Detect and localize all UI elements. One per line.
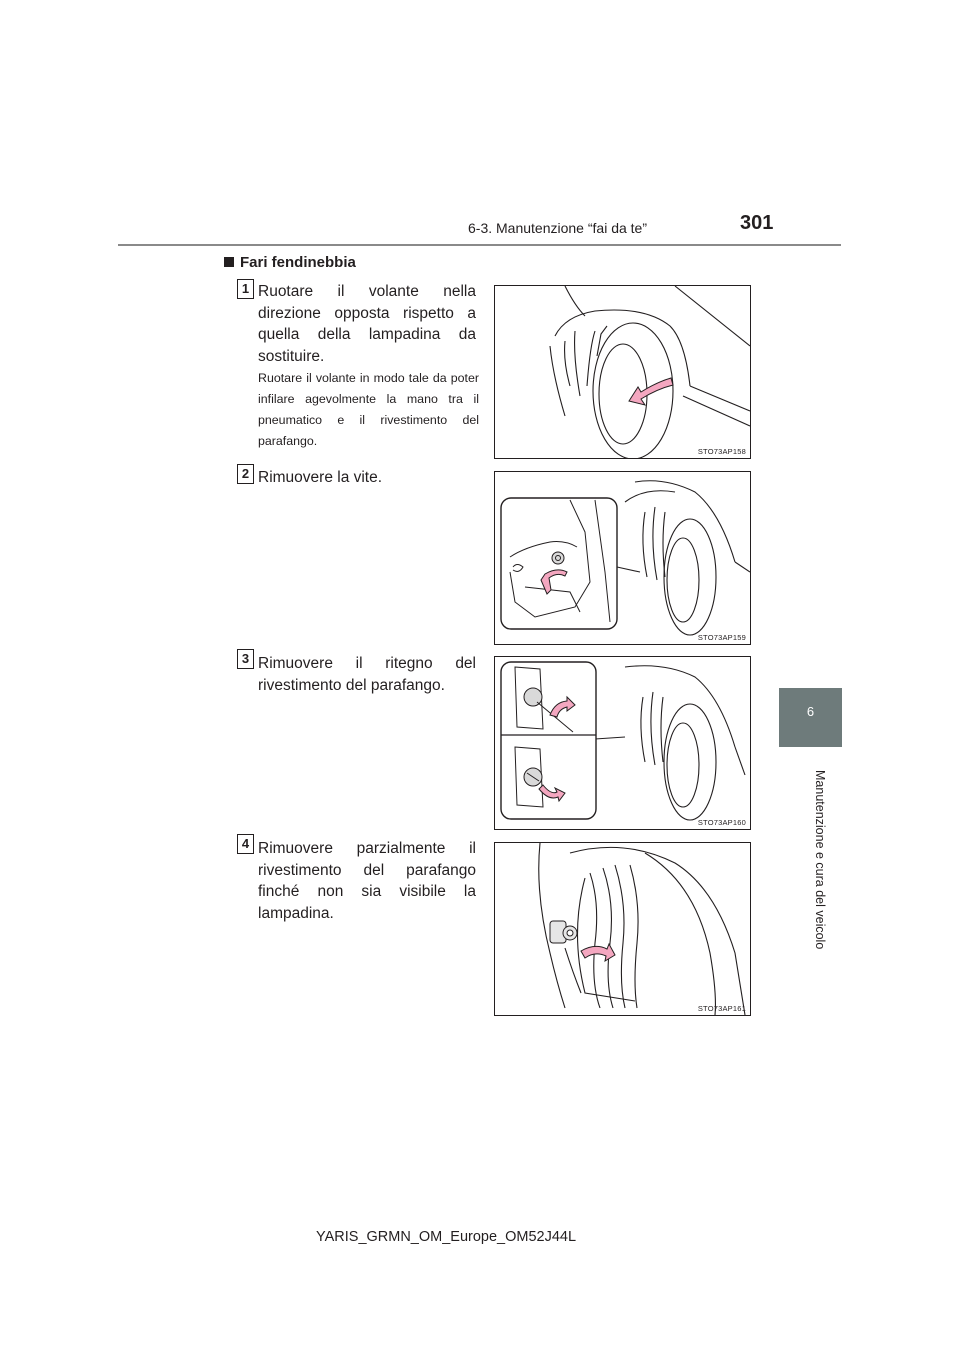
pry-arrow-icon (549, 695, 576, 718)
step-4-text: Rimuovere parzialmente il rivestimento d… (258, 838, 476, 924)
page-number: 301 (740, 212, 774, 234)
screw-removal-illustration (500, 480, 750, 636)
step-2-line: Rimuovere la vite. (258, 469, 383, 486)
step-number-2: 2 (237, 464, 254, 484)
step-4-line: rivestimento del parafango (258, 861, 476, 879)
fender-liner-illustration (538, 843, 746, 1015)
step-number-4: 4 (237, 834, 254, 854)
step-1-line: sostituire. (258, 347, 325, 365)
figure-code: STO73AP161 (697, 1004, 746, 1013)
step-1-text: Ruotare il volante nella direzione oppos… (258, 281, 476, 367)
figure-code: STO73AP159 (697, 633, 746, 642)
step-number-1: 1 (237, 279, 254, 299)
step-4-line: lampadina. (258, 904, 334, 922)
tire-wheel-arch-illustration (549, 286, 750, 458)
header-section-title: 6-3. Manutenzione “fai da te” (468, 220, 647, 236)
pull-arrow-icon (538, 784, 566, 803)
figure-code: STO73AP158 (697, 447, 746, 456)
step-number-3: 3 (237, 649, 254, 669)
step-3-text: Rimuovere il ritegno del rivestimento de… (258, 653, 476, 696)
chapter-title: Manutenzione e cura del veicolo (813, 770, 827, 950)
document-footer-code: YARIS_GRMN_OM_Europe_OM52J44L (316, 1229, 577, 1245)
figure-step-1: STO73AP158 (494, 285, 751, 459)
step-2-text: Rimuovere la vite. (258, 467, 476, 489)
figure-step-2: STO73AP159 (494, 471, 751, 645)
fold-back-arrow-icon (580, 942, 616, 963)
step-1-line: direzione opposta rispetto a (258, 304, 476, 322)
section-heading-text: Fari fendinebbia (240, 254, 356, 271)
step-3-line: rivestimento del parafango. (258, 676, 445, 694)
figure-code: STO73AP160 (697, 818, 746, 827)
screw-turn-arrow-icon (540, 569, 568, 595)
chapter-tab: 6 (779, 688, 842, 747)
rotate-arrow-icon (628, 377, 674, 406)
figure-step-4: STO73AP161 (494, 842, 751, 1016)
step-1-line: quella della lampadina da (258, 326, 476, 344)
step-1-note: Ruotare il volante in modo tale da poter… (258, 371, 479, 448)
retainer-removal-illustration (500, 661, 746, 821)
header-rule (118, 244, 841, 246)
step-4-line: finché non sia visibile la (258, 883, 476, 901)
step-4-line: Rimuovere parzialmente il (258, 840, 476, 857)
figure-step-3: STO73AP160 (494, 656, 751, 830)
bullet-square-icon (224, 257, 234, 267)
section-heading: Fari fendinebbia (224, 254, 356, 271)
step-1-line: Ruotare il volante nella (258, 283, 476, 300)
chapter-number: 6 (806, 704, 815, 719)
step-3-line: Rimuovere il ritegno del (258, 655, 476, 672)
